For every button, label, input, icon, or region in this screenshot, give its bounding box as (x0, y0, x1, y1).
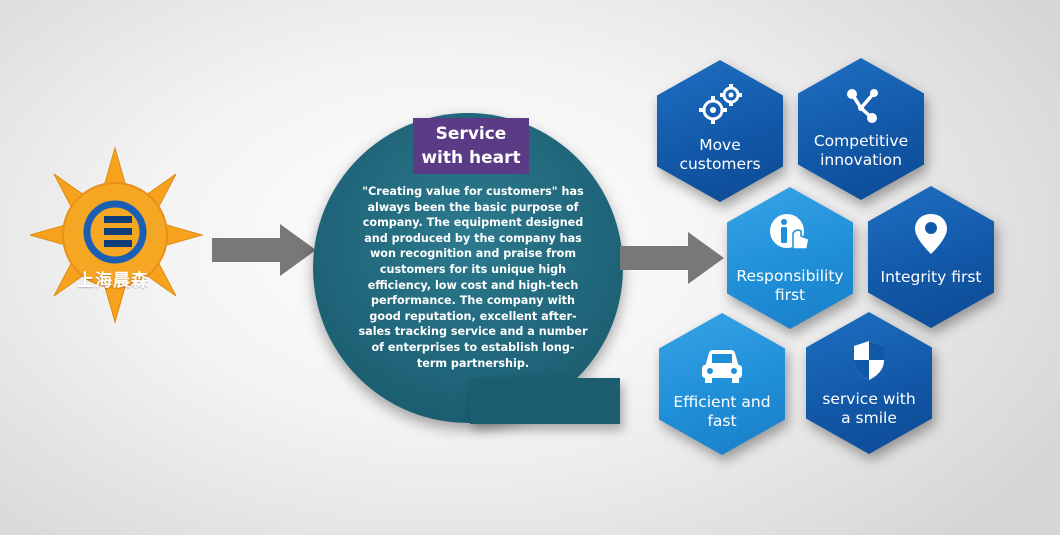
hex-label-line1: Efficient and (673, 393, 771, 411)
hex-label: Competitive innovation (802, 132, 920, 170)
hex-move-customers: Move customers (657, 60, 783, 202)
location-pin-icon (915, 214, 947, 254)
hex-efficient-and-fast: Efficient and fast (659, 313, 785, 455)
hex-label-line1: Competitive (813, 132, 909, 150)
hex-label: service with a smile (810, 390, 928, 428)
sun-icon (28, 146, 204, 324)
info-hand-icon (770, 214, 810, 250)
badge-line-1: Service (435, 124, 507, 144)
shield-icon (854, 341, 884, 380)
circle-tab (470, 378, 620, 424)
service-circle: Service with heart "Creating value for c… (310, 110, 630, 430)
hex-label: Efficient and fast (663, 393, 781, 431)
badge-line-2: with heart (421, 148, 521, 168)
hex-label-line1: service with (822, 390, 916, 408)
hex-label-line1: Move (699, 136, 741, 154)
nodes-icon (847, 89, 878, 123)
hex-responsibility-first: Responsibility first (727, 187, 853, 329)
hex-label-line1: Integrity first (880, 268, 982, 286)
hex-label-line2: innovation (820, 151, 902, 169)
hex-service-with-a-smile: service with a smile (806, 312, 932, 454)
hex-label-line1: Responsibility (736, 267, 844, 285)
hex-label-line2: a smile (841, 409, 897, 427)
hex-label-line2: first (774, 286, 806, 304)
hex-label-line2: fast (707, 412, 737, 430)
arrow-right-icon (212, 224, 316, 276)
hex-label: Move customers (661, 136, 779, 174)
gears-icon (699, 84, 742, 124)
arrow-right-icon (620, 232, 724, 284)
logo-text: 上海晨森 (77, 271, 149, 291)
service-badge: Service with heart (413, 118, 529, 174)
hex-label-line2: customers (679, 155, 761, 173)
car-icon (702, 350, 742, 383)
hex-label: Responsibility first (731, 267, 849, 305)
hex-competitive-innovation: Competitive innovation (798, 58, 924, 200)
hex-label: Integrity first (872, 268, 990, 287)
hex-integrity-first: Integrity first (868, 186, 994, 328)
company-logo (28, 140, 220, 330)
service-description: "Creating value for customers" has alway… (358, 185, 588, 370)
